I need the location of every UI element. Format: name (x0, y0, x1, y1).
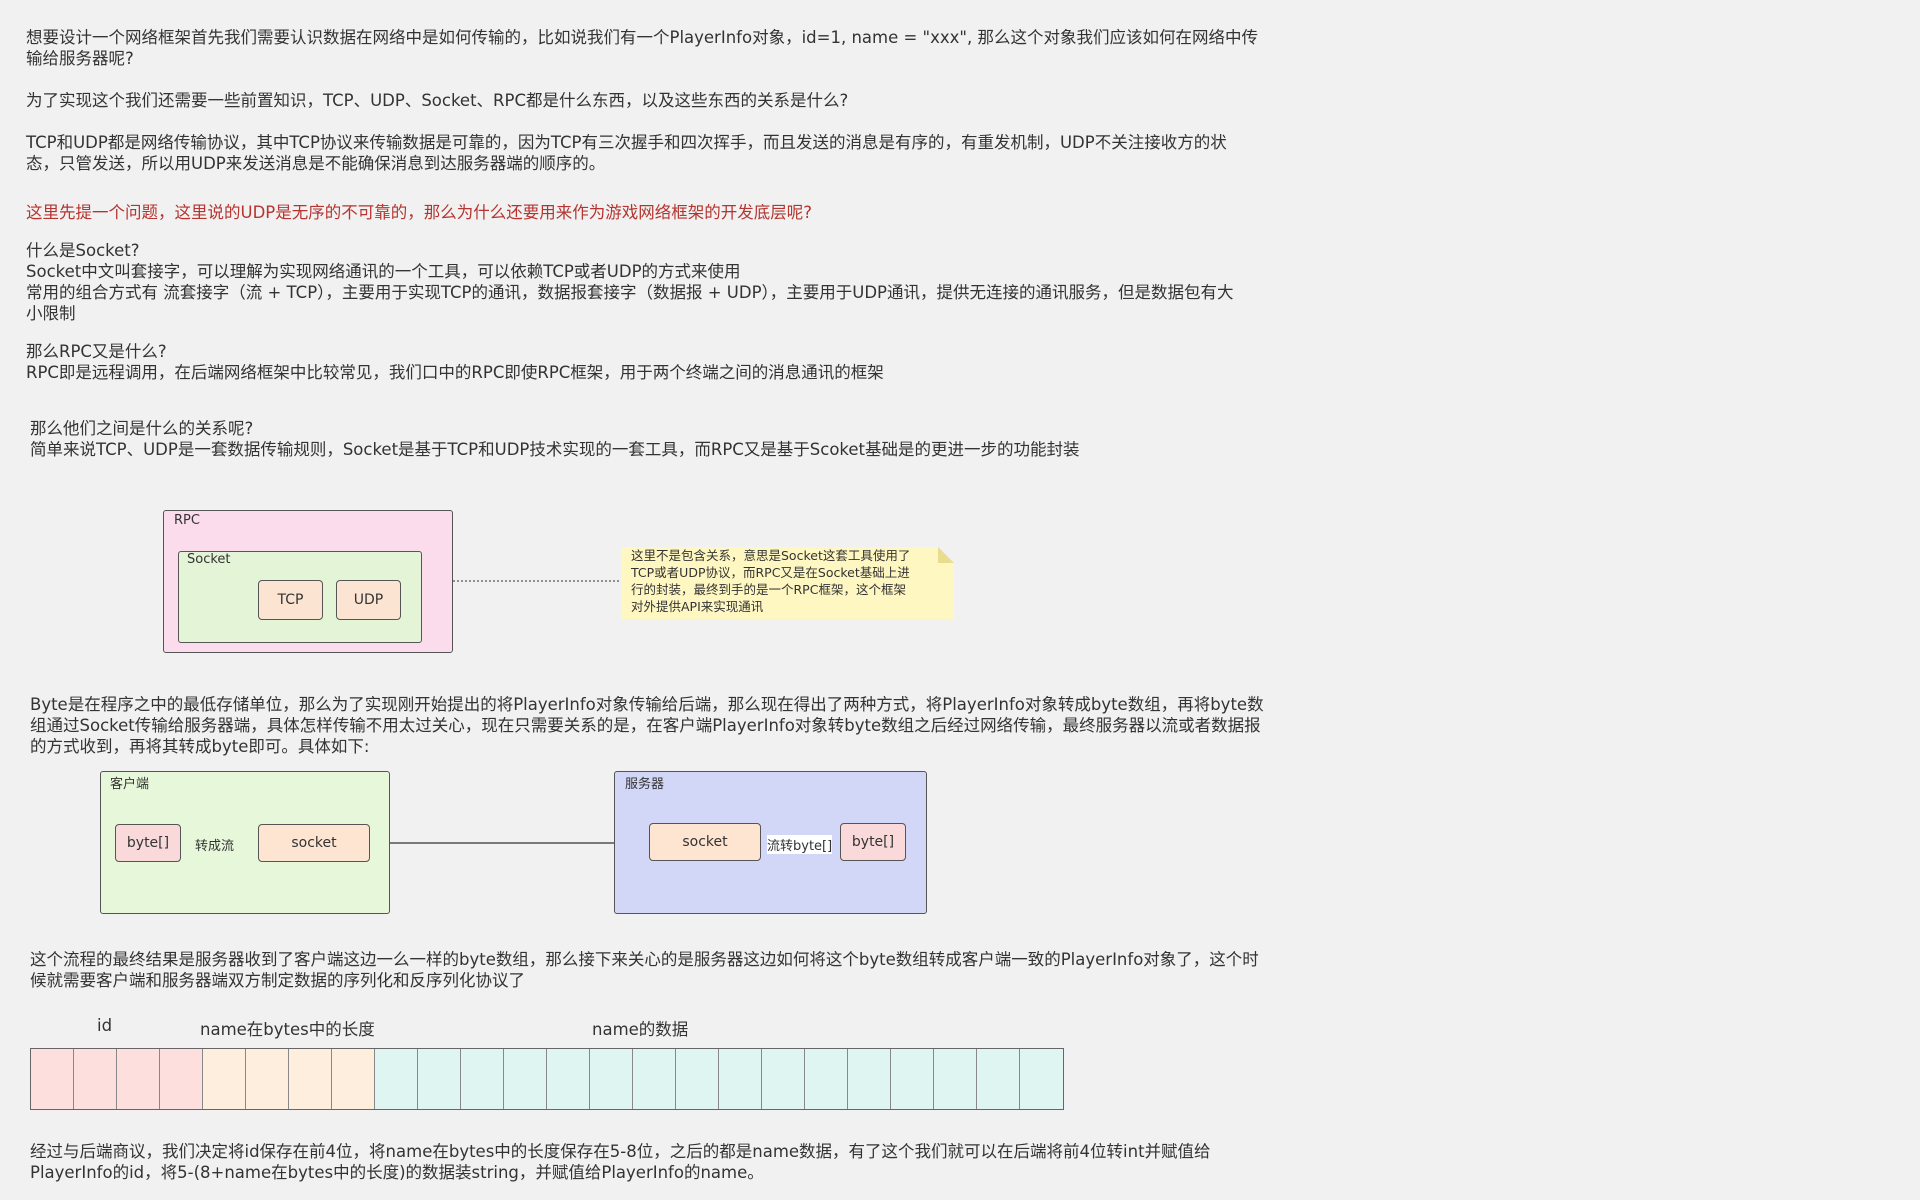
byte-cell-id (160, 1049, 203, 1109)
byte-line-3: 的方式收到，再将其转成byte即可。具体如下: (30, 737, 370, 756)
paragraph-rpc: 那么RPC又是什么? RPC即是远程调用，在后端网络框架中比较常见，我们口中的R… (26, 341, 1282, 383)
stream-to-bytes-label: 流转byte[] (767, 835, 833, 854)
byte-cell-len (203, 1049, 246, 1109)
byte-cell-data (547, 1049, 590, 1109)
intro-line-1: 想要设计一个网络框架首先我们需要认识数据在网络中是如何传输的，比如说我们有一个P… (26, 28, 1259, 47)
serialization-line-1: 这个流程的最终结果是服务器收到了客户端这边一么一样的byte数组，那么接下来关心… (30, 950, 1259, 969)
client-bytes-box: byte[] (115, 824, 181, 862)
to-stream-label: 转成流 (195, 839, 235, 854)
data-field-label: name的数据 (592, 1020, 689, 1039)
byte-cell-data (805, 1049, 848, 1109)
byte-cell-data (719, 1049, 762, 1109)
byte-cell-data (375, 1049, 418, 1109)
client-label: 客户端 (110, 777, 150, 792)
paragraph-byte: Byte是在程序之中的最低存储单位，那么为了实现刚开始提出的将PlayerInf… (30, 694, 1290, 757)
prereq-line: 为了实现这个我们还需要一些前置知识，TCP、UDP、Socket、RPC都是什么… (26, 91, 849, 110)
client-socket-box: socket (258, 824, 370, 862)
byte-cell-data (977, 1049, 1020, 1109)
paragraph-tcp-udp: TCP和UDP都是网络传输协议，其中TCP协议来传输数据是可靠的，因为TCP有三… (26, 132, 1282, 174)
byte-cell-data (848, 1049, 891, 1109)
tcp-udp-line-1: TCP和UDP都是网络传输协议，其中TCP协议来传输数据是可靠的，因为TCP有三… (26, 133, 1227, 152)
byte-cell-data (590, 1049, 633, 1109)
byte-cell-data (676, 1049, 719, 1109)
socket-line-3: 常用的组合方式有 流套接字（流 + TCP），主要用于实现TCP的通讯，数据报套… (26, 283, 1234, 302)
udp-label: UDP (353, 592, 384, 608)
question-line: 这里先提一个问题，这里说的UDP是无序的不可靠的，那么为什么还要用来作为游戏网络… (26, 203, 812, 222)
client-socket-label: socket (291, 835, 337, 851)
explanation-note: 这里不是包含关系，意思是Socket这套工具使用了 TCP或者UDP协议，而RP… (621, 547, 954, 619)
tcp-box: TCP (258, 580, 323, 620)
protocol-line-1: 经过与后端商议，我们决定将id保存在前4位，将name在bytes中的长度保存在… (30, 1142, 1211, 1161)
paragraph-prereq: 为了实现这个我们还需要一些前置知识，TCP、UDP、Socket、RPC都是什么… (26, 90, 1282, 111)
byte-cell-data (504, 1049, 547, 1109)
note-line-1: 这里不是包含关系，意思是Socket这套工具使用了 (631, 548, 911, 563)
byte-cell-id (74, 1049, 117, 1109)
note-line-3: 行的封装，最终到手的是一个RPC框架，这个框架 (631, 582, 906, 597)
paragraph-serialization: 这个流程的最终结果是服务器收到了客户端这边一么一样的byte数组，那么接下来关心… (30, 949, 1290, 991)
byte-cell-len (332, 1049, 375, 1109)
socket-line-1: 什么是Socket? (26, 241, 140, 260)
byte-cell-data (633, 1049, 676, 1109)
client-bytes-label: byte[] (126, 835, 170, 851)
socket-line-4: 小限制 (26, 304, 76, 323)
server-bytes-label: byte[] (851, 834, 895, 850)
id-field-label: id (97, 1016, 113, 1035)
byte-cell-len (289, 1049, 332, 1109)
paragraph-protocol: 经过与后端商议，我们决定将id保存在前4位，将name在bytes中的长度保存在… (30, 1141, 1290, 1183)
byte-cell-data (934, 1049, 977, 1109)
tcp-udp-line-2: 态，只管发送，所以用UDP来发送消息是不能确保消息到达服务器端的顺序的。 (26, 154, 606, 173)
rpc-line-2: RPC即是远程调用，在后端网络框架中比较常见，我们口中的RPC即使RPC框架，用… (26, 363, 884, 382)
byte-line-1: Byte是在程序之中的最低存储单位，那么为了实现刚开始提出的将PlayerInf… (30, 695, 1264, 714)
server-label: 服务器 (625, 777, 665, 792)
note-fold-corner (938, 547, 954, 563)
note-line-4: 对外提供API来实现通讯 (631, 599, 764, 614)
byte-cell-data (891, 1049, 934, 1109)
socket-label: Socket (187, 552, 231, 567)
socket-line-2: Socket中文叫套接字，可以理解为实现网络通讯的一个工具，可以依赖TCP或者U… (26, 262, 741, 281)
rpc-box: RPC Socket TCP UDP (163, 510, 453, 653)
relation-line-1: 那么他们之间是什么的关系呢? (30, 419, 254, 438)
byte-cell-len (246, 1049, 289, 1109)
server-socket-box: socket (649, 823, 761, 861)
paragraph-socket: 什么是Socket? Socket中文叫套接字，可以理解为实现网络通讯的一个工具… (26, 240, 1282, 324)
byte-cell-id (117, 1049, 160, 1109)
byte-cell-data (461, 1049, 504, 1109)
byte-array (30, 1048, 1064, 1110)
tcp-label: TCP (277, 592, 304, 608)
note-line-2: TCP或者UDP协议，而RPC又是在Socket基础上进 (631, 565, 910, 580)
paragraph-intro: 想要设计一个网络框架首先我们需要认识数据在网络中是如何传输的，比如说我们有一个P… (26, 27, 1282, 69)
intro-line-2: 输给服务器呢? (26, 49, 134, 68)
byte-cell-id (31, 1049, 74, 1109)
server-bytes-box: byte[] (840, 823, 906, 861)
serialization-line-2: 候就需要客户端和服务器端双方制定数据的序列化和反序列化协议了 (30, 971, 525, 990)
rpc-line-1: 那么RPC又是什么? (26, 342, 167, 361)
byte-line-2: 组通过Socket传输给服务器端，具体怎样传输不用太过关心，现在只需要关系的是，… (30, 716, 1261, 735)
byte-cell-data (762, 1049, 805, 1109)
udp-box: UDP (336, 580, 401, 620)
length-field-label: name在bytes中的长度 (200, 1020, 375, 1039)
rpc-label: RPC (174, 513, 200, 528)
protocol-line-2: PlayerInfo的id，将5-(8+name在bytes中的长度)的数据装s… (30, 1163, 764, 1182)
byte-cell-data (1020, 1049, 1063, 1109)
server-socket-label: socket (682, 834, 728, 850)
paragraph-question: 这里先提一个问题，这里说的UDP是无序的不可靠的，那么为什么还要用来作为游戏网络… (26, 202, 1282, 223)
socket-box: Socket TCP UDP (178, 551, 422, 643)
relation-line-2: 简单来说TCP、UDP是一套数据传输规则，Socket是基于TCP和UDP技术实… (30, 440, 1080, 459)
paragraph-relation: 那么他们之间是什么的关系呢? 简单来说TCP、UDP是一套数据传输规则，Sock… (30, 418, 1286, 460)
byte-cell-data (418, 1049, 461, 1109)
